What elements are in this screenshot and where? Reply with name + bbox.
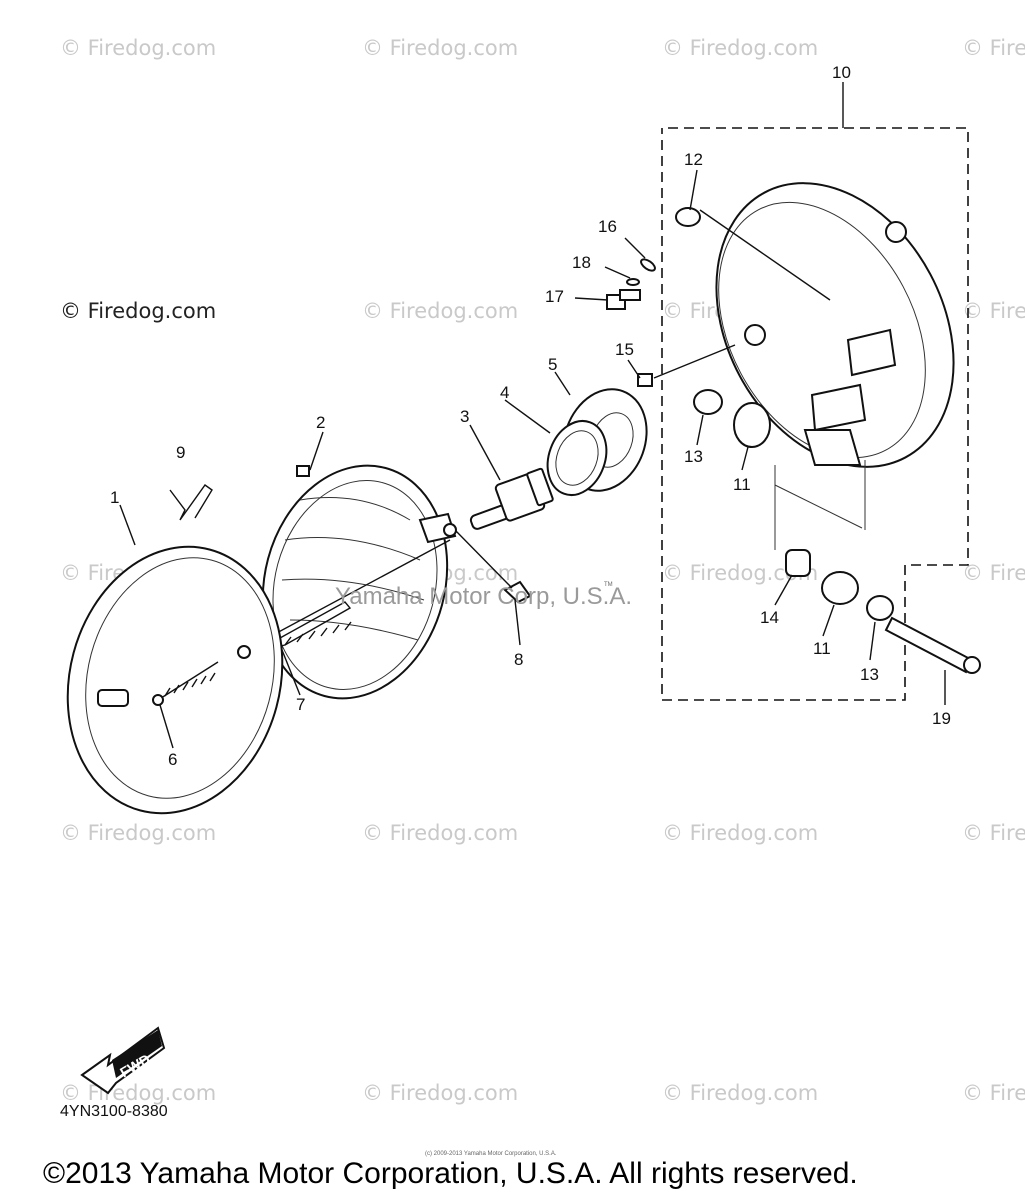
- bulb: [469, 467, 554, 530]
- leader-12-shell: [699, 209, 831, 301]
- callout-11-b: 11: [813, 639, 831, 658]
- callouts: 1 2 3 4 5 6 7 8 9 10 11 11 12 13 13 14 1…: [110, 63, 951, 769]
- callout-14: 14: [760, 608, 779, 627]
- watermark: © Firedog.com: [362, 36, 518, 60]
- callout-1: 1: [110, 488, 119, 507]
- copyright-footer: ©2013 Yamaha Motor Corporation, U.S.A. A…: [43, 1157, 858, 1190]
- watermark: © Fire: [962, 36, 1025, 60]
- watermark: © Firedog.com: [362, 1081, 518, 1105]
- callout-5: 5: [548, 355, 557, 374]
- watermark: © Firedog.com: [662, 1081, 818, 1105]
- watermark: © Fire: [962, 1081, 1025, 1105]
- watermark: © Firedog.com: [662, 821, 818, 845]
- callout-leaders: [119, 169, 946, 749]
- callout-7: 7: [296, 695, 305, 714]
- callout-3: 3: [460, 407, 469, 426]
- screw-head: [152, 694, 164, 706]
- callout-15: 15: [615, 340, 634, 359]
- socket-cover: [546, 388, 648, 496]
- headlight-housing: [715, 182, 955, 468]
- watermark: © Fire: [962, 299, 1025, 323]
- center-watermark: Yamaha Motor Corp, U.S.A.: [335, 583, 632, 610]
- housing-hardware: [606, 207, 981, 674]
- callout-4: 4: [500, 383, 509, 402]
- rim-screw: [157, 661, 219, 701]
- callout-6: 6: [168, 750, 177, 769]
- callout-16: 16: [598, 217, 617, 236]
- callout-12: 12: [684, 150, 703, 169]
- diagram-code: 4YN3100-8380: [60, 1103, 168, 1120]
- watermark: © Firedog.com: [60, 36, 216, 60]
- callout-13-a: 13: [684, 447, 703, 466]
- callout-13-b: 13: [860, 665, 879, 684]
- callout-10: 10: [832, 63, 851, 82]
- assembly-10-boundary: [661, 127, 969, 701]
- watermark: © Firedog.com: [362, 299, 518, 323]
- headlight-rim: [66, 545, 284, 815]
- headlight-lens: [261, 464, 457, 700]
- spring-clip: [169, 484, 213, 521]
- callout-2: 2: [316, 413, 325, 432]
- tm-mark: TM: [604, 582, 613, 588]
- callout-11-a: 11: [733, 475, 751, 494]
- watermark: © Fire: [962, 561, 1025, 585]
- callout-19: 19: [932, 709, 951, 728]
- tiny-notice: (c) 2009-2013 Yamaha Motor Corporation, …: [425, 1151, 557, 1157]
- spring-coils: [284, 621, 352, 646]
- watermark: © Firedog.com: [60, 299, 216, 323]
- watermark-layer: © Firedog.com © Firedog.com © Firedog.co…: [60, 36, 1025, 1105]
- watermark: © Fire: [962, 821, 1025, 845]
- watermark: © Firedog.com: [60, 821, 216, 845]
- callout-8: 8: [514, 650, 523, 669]
- watermark: © Firedog.com: [362, 821, 518, 845]
- watermark: © Firedog.com: [60, 1081, 216, 1105]
- leader-15-shell: [653, 344, 736, 379]
- callout-17: 17: [545, 287, 564, 306]
- leader-8-line: [454, 529, 513, 589]
- watermark: © Firedog.com: [662, 36, 818, 60]
- callout-18: 18: [572, 253, 591, 272]
- callout-9: 9: [176, 443, 185, 462]
- screw-thread: [164, 672, 216, 697]
